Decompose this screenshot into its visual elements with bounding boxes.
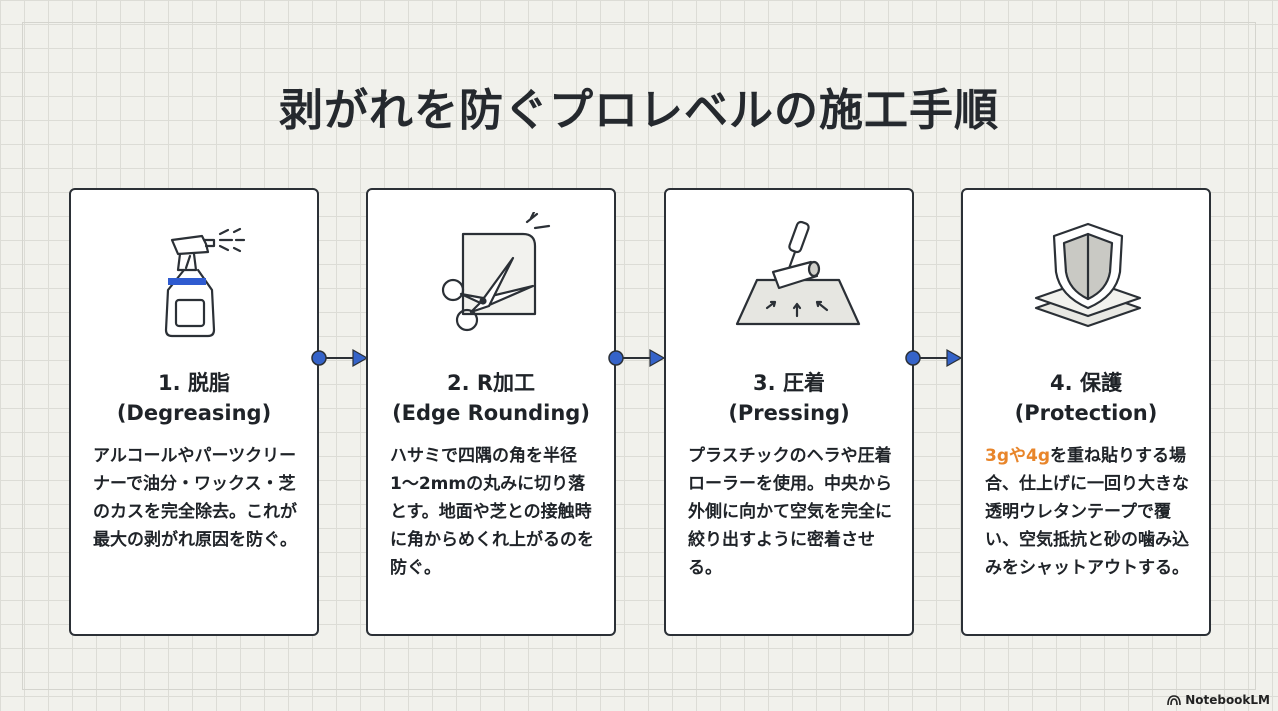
spray-bottle-icon <box>164 227 246 338</box>
step-description: 3gや4gを重ね貼りする場合、仕上げに一回り大きな透明ウレタンテープで覆い、空気… <box>985 442 1195 582</box>
step-label: 4. 保護 <box>1050 371 1122 395</box>
brand-watermark: NotebookLM <box>1167 693 1270 707</box>
step-description: ハサミで四隅の角を半径1〜2mmの丸みに切り落とす。地面や芝との接触時に角からめ… <box>390 446 594 578</box>
step-label: 3. 圧着 <box>753 371 825 395</box>
step-connector-arrow <box>905 348 961 368</box>
roller-icon <box>735 220 861 326</box>
step-card-protection: 4. 保護 (Protection) 3gや4gを重ね貼りする場合、仕上げに一回… <box>961 188 1211 636</box>
step-label: 2. R加工 <box>446 371 536 395</box>
step-description-text: を重ね貼りする場合、仕上げに一回り大きな透明ウレタンテープで覆い、空気抵抗と砂の… <box>985 446 1189 578</box>
step-connector-arrow <box>311 348 367 368</box>
step-label: 1. 脱脂 <box>158 371 230 395</box>
step-sublabel: (Degreasing) <box>116 401 272 425</box>
shield-icon <box>1034 222 1142 328</box>
step-sublabel: (Protection) <box>1014 401 1158 425</box>
page-frame <box>22 22 1256 690</box>
step-heading: 2. R加工 (Edge Rounding) <box>368 368 614 428</box>
step-sublabel: (Edge Rounding) <box>392 401 590 425</box>
step-description: プラスチックのヘラや圧着ローラーを使用。中央から外側に向かて空気を完全に絞り出す… <box>688 446 892 578</box>
step-description: アルコールやパーツクリーナーで油分・ワックス・芝のカスを完全除去。これが最大の剥… <box>93 446 297 550</box>
step-heading: 4. 保護 (Protection) <box>963 368 1209 428</box>
step-connector-arrow <box>608 348 664 368</box>
step-card-degreasing: 1. 脱脂 (Degreasing) アルコールやパーツクリーナーで油分・ワック… <box>69 188 319 636</box>
step-heading: 1. 脱脂 (Degreasing) <box>71 368 317 428</box>
scissors-icon <box>441 212 551 332</box>
notebooklm-logo-icon <box>1167 695 1181 706</box>
step-card-edge-rounding: 2. R加工 (Edge Rounding) ハサミで四隅の角を半径1〜2mmの… <box>366 188 616 636</box>
page-title: 剥がれを防ぐプロレベルの施工手順 <box>279 85 999 136</box>
step-highlight: 3gや4g <box>985 446 1050 466</box>
brand-name: NotebookLM <box>1185 693 1270 707</box>
step-heading: 3. 圧着 (Pressing) <box>666 368 912 428</box>
step-card-pressing: 3. 圧着 (Pressing) プラスチックのヘラや圧着ローラーを使用。中央か… <box>664 188 914 636</box>
step-sublabel: (Pressing) <box>728 401 850 425</box>
